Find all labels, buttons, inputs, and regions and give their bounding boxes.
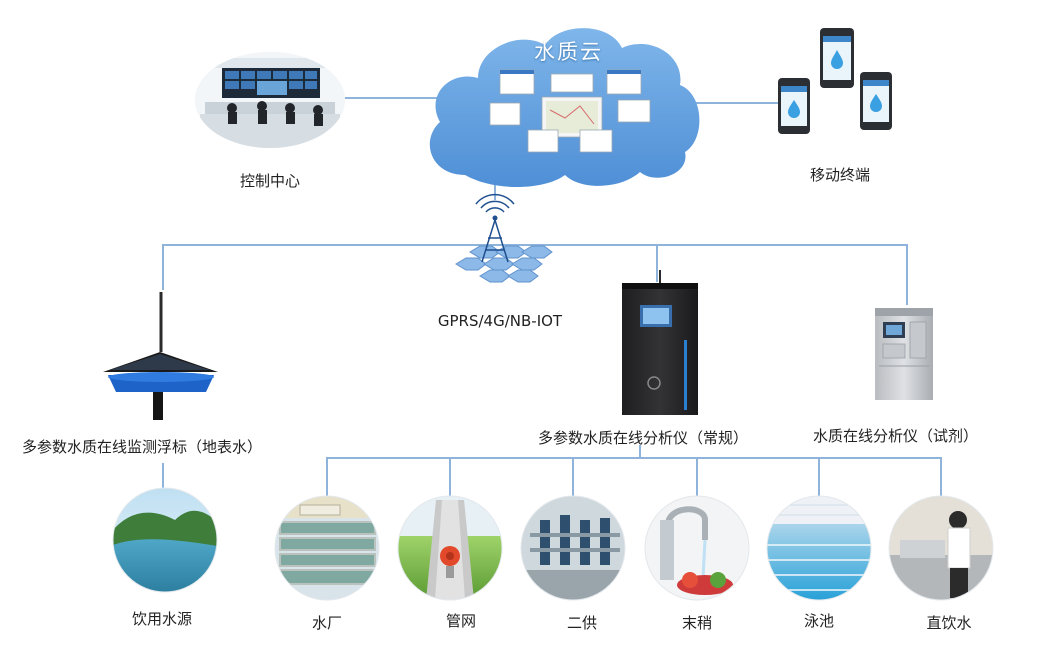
analyzer-standard-label: 多参数水质在线分析仪（常规） (538, 429, 749, 447)
scene-label-direct-drinking: 直饮水 (926, 614, 972, 632)
control-center-image (195, 52, 345, 148)
line-network-bus (162, 244, 908, 305)
drinking-source-image (113, 488, 217, 592)
scene-label-swimming-pool: 泳池 (803, 612, 835, 630)
scene-label-secondary-supply: 二供 (566, 614, 598, 632)
phone-right (860, 72, 892, 130)
analyzer-reagent-label: 水质在线分析仪（试剂） (813, 427, 979, 445)
scene-label-water-plant: 水厂 (311, 614, 343, 632)
water-cloud (429, 28, 700, 188)
network-label: GPRS/4G/NB-IOT (437, 312, 563, 330)
mobile-terminal-label: 移动终端 (809, 166, 871, 184)
buoy-label: 多参数水质在线监测浮标（地表水） (22, 438, 263, 456)
phone-left (778, 78, 810, 134)
scene-label-terminal-end: 末稍 (681, 614, 713, 632)
analyzer-reagent-image (875, 308, 933, 400)
analyzer-standard-image (622, 270, 698, 415)
scene-label-drinking-source: 饮用水源 (131, 610, 193, 628)
water-plant-image (275, 496, 379, 600)
cloud-title: 水质云 (534, 40, 603, 64)
secondary-supply-image (521, 496, 625, 600)
mobile-devices-image (778, 28, 892, 134)
scene-circle-borders (112, 487, 994, 601)
direct-drinking-image (889, 496, 993, 600)
pipe-network-image (398, 496, 502, 600)
control-center-label: 控制中心 (239, 172, 301, 190)
connection-lines (162, 97, 942, 498)
buoy-image (103, 292, 218, 420)
phone-center (820, 28, 854, 88)
line-scenes-bus (326, 457, 942, 498)
scene-label-pipe-network: 管网 (445, 612, 477, 630)
terminal-end-image (645, 496, 749, 600)
swimming-pool-image (767, 496, 871, 600)
signal-tower-icon (455, 193, 553, 283)
cloud-screens (489, 69, 651, 153)
